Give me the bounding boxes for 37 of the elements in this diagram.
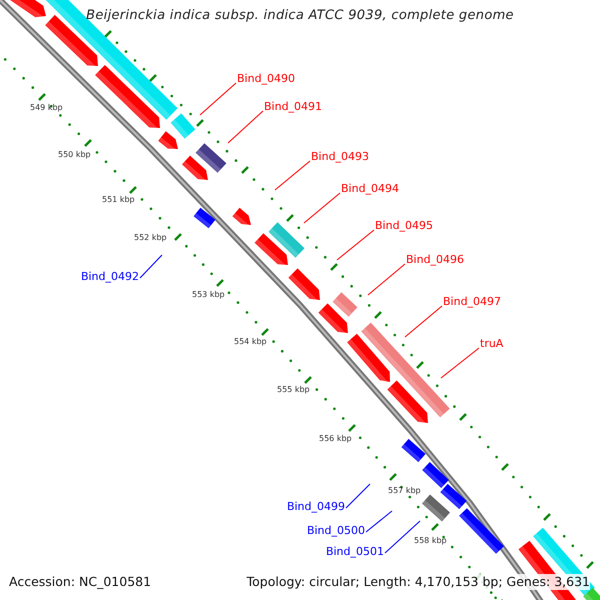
leader-line <box>368 264 406 296</box>
gene-label: Bind_0490 <box>237 72 296 85</box>
tick-label: 556 kbp <box>319 434 352 444</box>
leader-line <box>346 484 370 508</box>
tick-label: 555 kbp <box>277 385 310 395</box>
tick-label: 554 kbp <box>234 337 267 347</box>
gene-label: Bind_0497 <box>443 295 502 308</box>
tick-label: 550 kbp <box>58 150 91 160</box>
accession-text: Accession: NC_010581 <box>9 574 152 590</box>
leader-line <box>274 160 310 190</box>
leader-line <box>304 192 340 224</box>
tick-label: 558 kbp <box>414 536 447 546</box>
tick-label: 549 kbp <box>30 103 63 113</box>
leader-line <box>366 510 392 532</box>
tick-label: 557 kbp <box>388 486 421 496</box>
gene-label: Bind_0495 <box>375 219 434 232</box>
gene-label: Bind_0499 <box>286 500 345 513</box>
gene-label: Bind_0491 <box>264 100 322 113</box>
gene-label: Bind_0500 <box>306 524 365 537</box>
leader-line <box>440 348 480 378</box>
gene-label: Bind_0494 <box>341 182 400 195</box>
gene-label: Bind_0492 <box>80 270 139 283</box>
genome-summary-text: Topology: circular; Length: 4,170,153 bp; Genes: 3,631 <box>246 574 590 590</box>
tick-label: 551 kbp <box>102 195 135 205</box>
leader-line <box>140 254 162 278</box>
gene-label: Bind_0496 <box>406 253 464 266</box>
gene-label: Bind_0493 <box>311 150 370 163</box>
tick-label: 553 kbp <box>192 290 225 300</box>
gene-label: Bind_0501 <box>326 545 384 558</box>
leader-line <box>404 306 442 338</box>
leader-line <box>200 82 236 116</box>
leader-line <box>336 230 374 260</box>
tick-label: 552 kbp <box>134 233 167 243</box>
map-title: Beijerinckia indica subsp. indica ATCC 9039, complete genome <box>85 8 515 23</box>
leader-line <box>228 110 264 144</box>
gene-label: truA <box>480 337 504 350</box>
leader-line <box>384 520 420 554</box>
